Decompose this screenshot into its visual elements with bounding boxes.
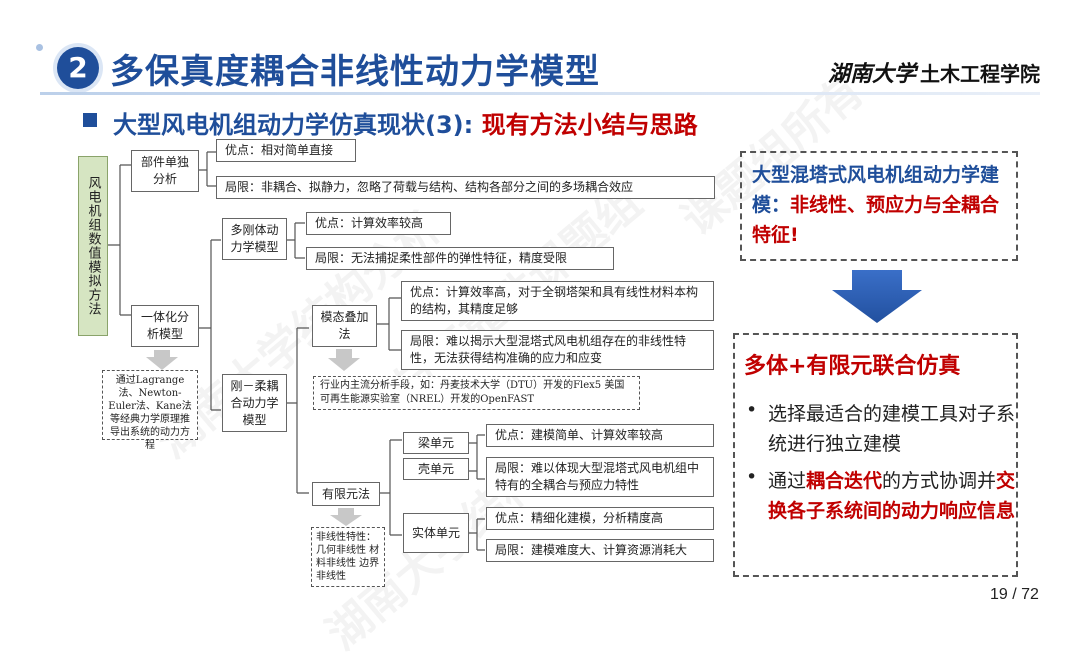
slide-subtitle: 大型风电机组动力学仿真现状(3): 现有方法小结与思路	[113, 105, 698, 140]
multibody-node: 多刚体动力学模型	[222, 218, 287, 260]
approach-heading: 多体+有限元联合仿真	[744, 354, 961, 379]
gray-arrow-head-icon	[146, 357, 178, 370]
approach-bullet-2: 通过耦合迭代的方式协调并交换各子系统间的动力响应信息	[768, 466, 1018, 526]
component-analysis-node: 部件单独分析	[131, 150, 199, 192]
solid-con: 局限：建模难度大、计算资源消耗大	[486, 539, 714, 562]
subtitle-highlight: 现有方法小结与思路	[481, 111, 698, 139]
conclusion-highlight: 非线性、预应力与全耦合特征!	[752, 194, 1000, 246]
conclusion-text: 大型混塔式风电机组动力学建模：非线性、预应力与全耦合特征!	[752, 160, 1010, 250]
gray-arrow-down-icon	[154, 350, 170, 358]
slide-title: 多保真度耦合非线性动力学模型	[110, 52, 600, 92]
decorative-dot	[36, 44, 43, 51]
rigid-flex-node: 刚－柔耦合动力学模型	[222, 374, 287, 432]
modal-note: 行业内主流分析手段，如：丹麦技术大学（DTU）开发的Flex5 美国可再生能源实…	[313, 376, 640, 410]
beam-element-node: 梁单元	[403, 432, 469, 454]
gray-arrow-head-icon	[328, 358, 360, 371]
brace-rigid-flex	[287, 327, 309, 494]
approach-bullet-1: 选择最适合的建模工具对子系统进行独立建模	[768, 403, 1016, 455]
solid-pro: 优点：精细化建模，分析精度高	[486, 507, 714, 530]
brace-root	[108, 164, 132, 316]
university-logo-script: 湖南大学	[828, 61, 917, 87]
bullet2-bold-1: 耦合迭代	[806, 470, 883, 492]
modal-con: 局限：难以揭示大型混塔式风电机组存在的非线性特性，无法获得结构准确的应力和应变	[401, 330, 714, 370]
blue-arrow-down-icon	[832, 270, 922, 323]
component-con: 局限：非耦合、拟静力，忽略了荷载与结构、结构各部分之间的多场耦合效应	[216, 176, 715, 199]
bullet2-bold-2: 交换各子系统间的动力响应信息	[768, 470, 1016, 522]
component-pro: 优点：相对简单直接	[216, 139, 356, 162]
bullet-dot-icon: •	[746, 399, 758, 421]
beam-shell-con: 局限：难以体现大型混塔式风电机组中特有的全耦合与预应力特性	[486, 457, 714, 497]
section-number-badge: 2	[57, 47, 99, 89]
brace-component	[199, 151, 217, 187]
root-node: 风电机组数值模拟方法	[78, 156, 108, 336]
gray-arrow-down-icon	[336, 349, 352, 359]
integrated-note: 通过Lagrange法、Newton-Euler法、Kane法等经典力学原理推导…	[102, 370, 198, 451]
school-name: 土木工程学院	[920, 62, 1040, 86]
brace-modal	[377, 297, 401, 351]
modal-superposition-node: 模态叠加法	[312, 305, 377, 347]
fem-note: 非线性特性：几何非线性 材料非线性 边界非线性	[311, 527, 385, 587]
shell-element-node: 壳单元	[403, 458, 469, 480]
page-number: 19 / 72	[990, 586, 1039, 603]
brace-solid	[469, 518, 485, 551]
modal-pro: 优点：计算效率高，对于全钢塔架和具有线性材料本构的结构，其精度足够	[401, 281, 714, 321]
approach-box	[733, 333, 1018, 577]
brace-beam-shell	[469, 434, 485, 480]
brace-fem	[380, 439, 402, 536]
bullet-dot-icon: •	[746, 466, 758, 488]
conclusion-pre: 大型混塔式风电机组动力学建模：	[752, 164, 1000, 216]
subtitle-bullet-icon	[83, 113, 97, 127]
brace-multibody	[287, 222, 305, 259]
gray-arrow-down-icon	[338, 508, 354, 516]
solid-element-node: 实体单元	[403, 513, 469, 553]
subtitle-main: 大型风电机组动力学仿真现状(3):	[113, 111, 482, 139]
beam-shell-pro: 优点：建模简单、计算效率较高	[486, 424, 714, 447]
gray-arrow-head-icon	[330, 515, 362, 526]
multibody-con: 局限：无法捕捉柔性部件的弹性特征，精度受限	[306, 247, 614, 270]
integrated-model-node: 一体化分析模型	[131, 305, 199, 347]
brace-integrated	[199, 239, 221, 411]
conclusion-box	[740, 151, 1018, 261]
title-underline	[40, 92, 1040, 95]
bullet2-mid: 的方式协调并	[882, 470, 997, 492]
bullet2-pre: 通过	[768, 470, 807, 492]
fem-node: 有限元法	[312, 482, 380, 506]
multibody-pro: 优点：计算效率较高	[306, 212, 451, 235]
